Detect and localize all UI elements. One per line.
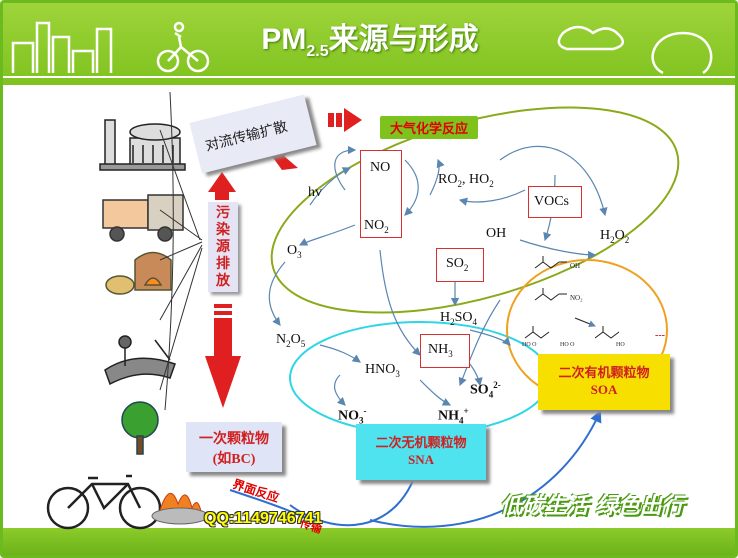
- svg-text:NO₂: NO₂: [570, 294, 583, 302]
- convection-label: 对流传输扩散: [204, 119, 290, 155]
- emission-char: 源: [216, 240, 230, 255]
- species-h2o2: H2O2: [600, 228, 630, 245]
- species-so2: SO2: [446, 256, 469, 273]
- emission-stripe: [214, 304, 232, 308]
- species-o3: O3: [287, 243, 302, 260]
- species-h2so4: H2SO4: [440, 310, 478, 327]
- svg-text:OH: OH: [570, 262, 580, 270]
- species-oh: OH: [486, 226, 507, 241]
- page-title: PM2.5来源与形成: [261, 23, 479, 60]
- primary-particle-box: 一次颗粒物 (如BC): [186, 422, 282, 472]
- species-hno3: HNO3: [365, 362, 400, 379]
- soa-molecules: [524, 256, 620, 339]
- species-nh3: NH3: [428, 342, 453, 359]
- vocs-box: [528, 186, 582, 218]
- species-nh4: NH4+: [438, 406, 469, 426]
- atmospheric-chemistry-label: 大气化学反应: [380, 116, 479, 139]
- sna-label: 二次无机颗粒物: [375, 435, 467, 450]
- emission-char: 污: [216, 206, 230, 221]
- sna-abbr: SNA: [407, 452, 434, 467]
- source-convergence-lines: [159, 91, 203, 411]
- nh3-box: [420, 334, 470, 368]
- farmer-icon: [104, 335, 176, 386]
- species-hv: hv: [308, 185, 322, 200]
- emission-up-arrow: [208, 172, 236, 200]
- species-vocs: VOCs: [534, 194, 570, 209]
- emission-char: 放: [216, 274, 230, 289]
- species-ro2-ho2: RO2, HO2: [438, 172, 494, 189]
- qq-contact: QQ:1149746741: [204, 510, 323, 527]
- species-no3: NO3-: [338, 406, 367, 426]
- stove-icon: [105, 251, 172, 295]
- species-n2o5: N2O5: [276, 332, 306, 349]
- header-decoration: [3, 21, 735, 78]
- species-so4: SO42-: [470, 380, 501, 400]
- emission-down-arrow: [205, 356, 241, 408]
- tree-icon: [121, 401, 159, 455]
- truck-icon: [102, 194, 184, 242]
- species-no2: NO2: [364, 218, 389, 235]
- primary-particle-label: 一次颗粒物: [199, 432, 269, 447]
- svg-text:---: ---: [655, 330, 665, 341]
- bicycle-illustration: [46, 474, 209, 530]
- svg-text:HO O: HO O: [522, 342, 537, 348]
- soa-abbr: SOA: [590, 382, 618, 397]
- emission-char: 排: [216, 257, 230, 272]
- emission-char: 染: [216, 223, 230, 238]
- slogan: 低碳生活 绿色出行: [500, 494, 684, 519]
- svg-text:HO: HO: [616, 342, 625, 348]
- header-band: [3, 3, 735, 85]
- soa-label: 二次有机颗粒物: [558, 365, 650, 380]
- primary-particle-example: (如BC): [212, 452, 256, 467]
- footer-band: [3, 528, 735, 555]
- species-no: NO: [370, 160, 391, 175]
- svg-text:HO O: HO O: [560, 342, 575, 348]
- emission-box: 污 染 源 排 放: [208, 202, 238, 292]
- sna-box: 二次无机颗粒物 SNA: [356, 424, 486, 480]
- soa-box: 二次有机颗粒物 SOA: [538, 354, 670, 410]
- so2-box: [436, 248, 484, 282]
- no-nox-box: [360, 150, 402, 238]
